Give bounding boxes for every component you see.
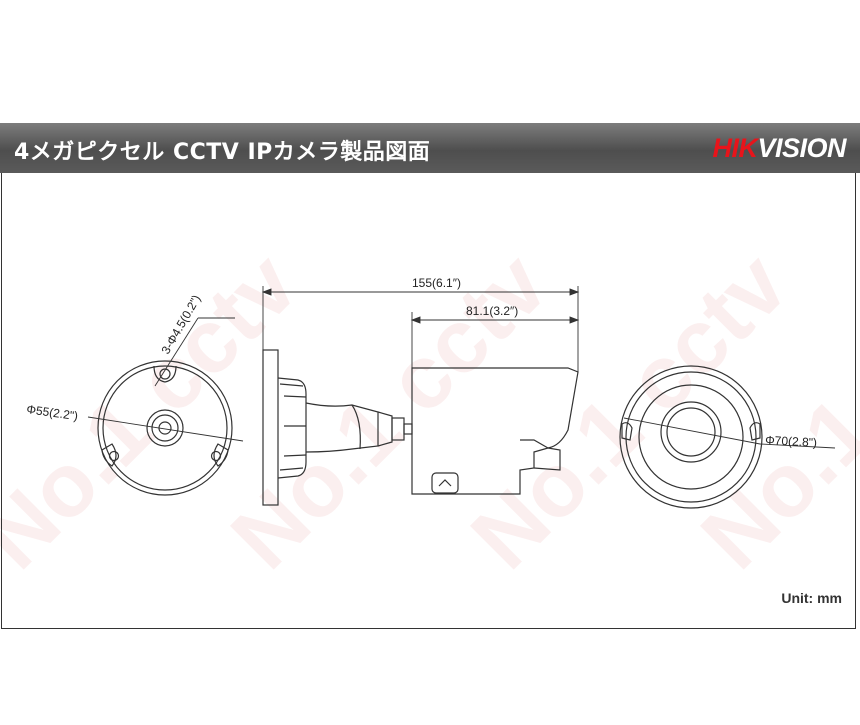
screw-holes-label: 3-Φ4.5(0.2") xyxy=(158,292,203,356)
base-view xyxy=(87,317,244,496)
dimension-labels: 155(6.1″) 81.1(3.2″) Φ55(2.2") 3-Φ4.5(0.… xyxy=(26,276,818,450)
dimension-lines xyxy=(261,286,580,372)
total-length-label: 155(6.1″) xyxy=(412,276,461,290)
body-length-label: 81.1(3.2″) xyxy=(466,304,518,318)
drawing-frame xyxy=(1,173,856,629)
base-diameter-label: Φ55(2.2") xyxy=(26,402,79,423)
header-bar: 4メガピクセル CCTV IPカメラ製品図面 HIKVISION xyxy=(0,123,860,173)
brand-logo: HIKVISION xyxy=(712,133,846,163)
page-title: 4メガピクセル CCTV IPカメラ製品図面 xyxy=(14,140,431,165)
front-diameter-label: Φ70(2.8") xyxy=(765,433,818,450)
side-view xyxy=(262,349,579,506)
front-view xyxy=(619,365,836,509)
unit-label: Unit: mm xyxy=(781,590,842,606)
